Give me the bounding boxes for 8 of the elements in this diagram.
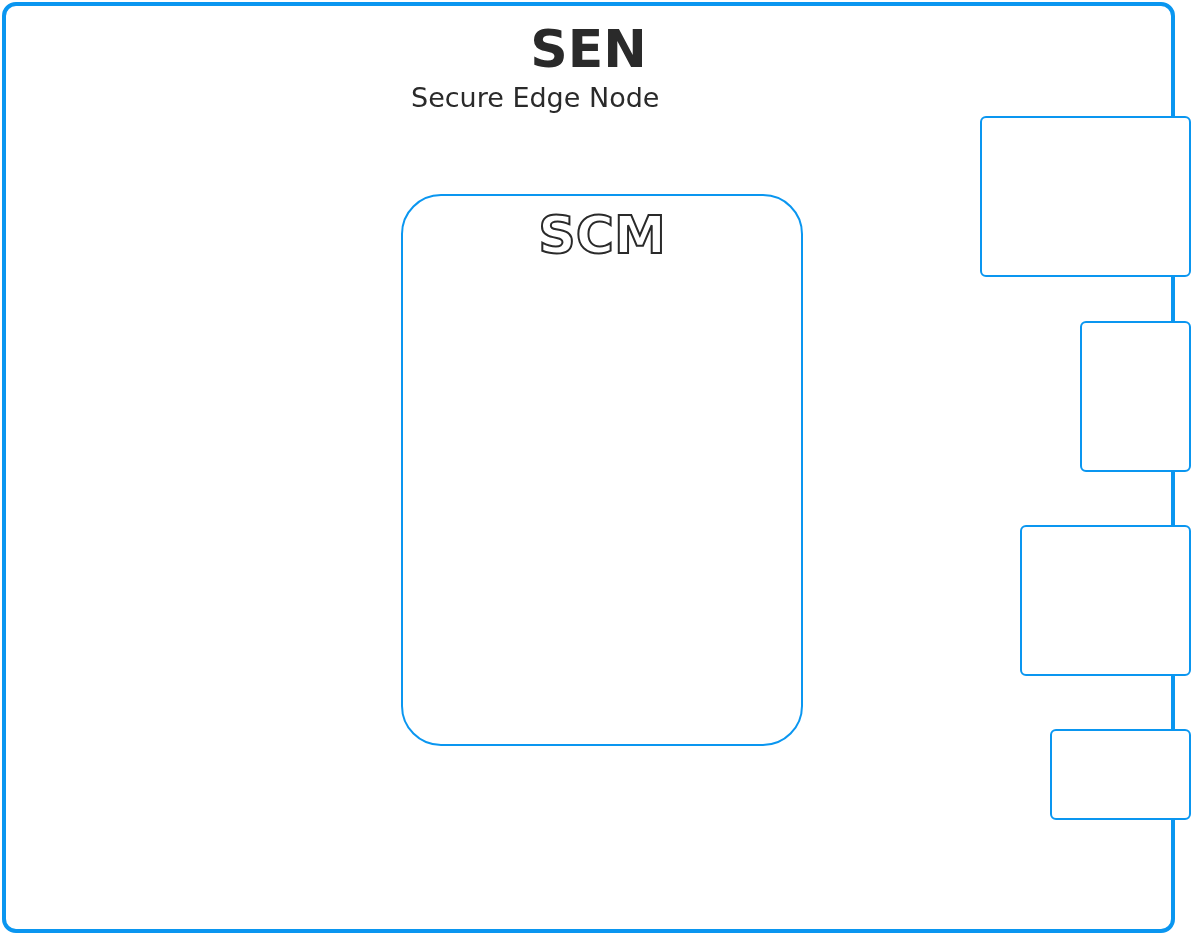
side-block xyxy=(1050,729,1191,820)
module-label: SCM xyxy=(538,206,666,266)
side-block xyxy=(1080,321,1191,472)
side-block xyxy=(1020,525,1191,676)
side-block xyxy=(980,116,1191,277)
title-text: SEN xyxy=(530,20,647,80)
module-box xyxy=(401,194,803,746)
subtitle-text: Secure Edge Node xyxy=(411,82,660,114)
